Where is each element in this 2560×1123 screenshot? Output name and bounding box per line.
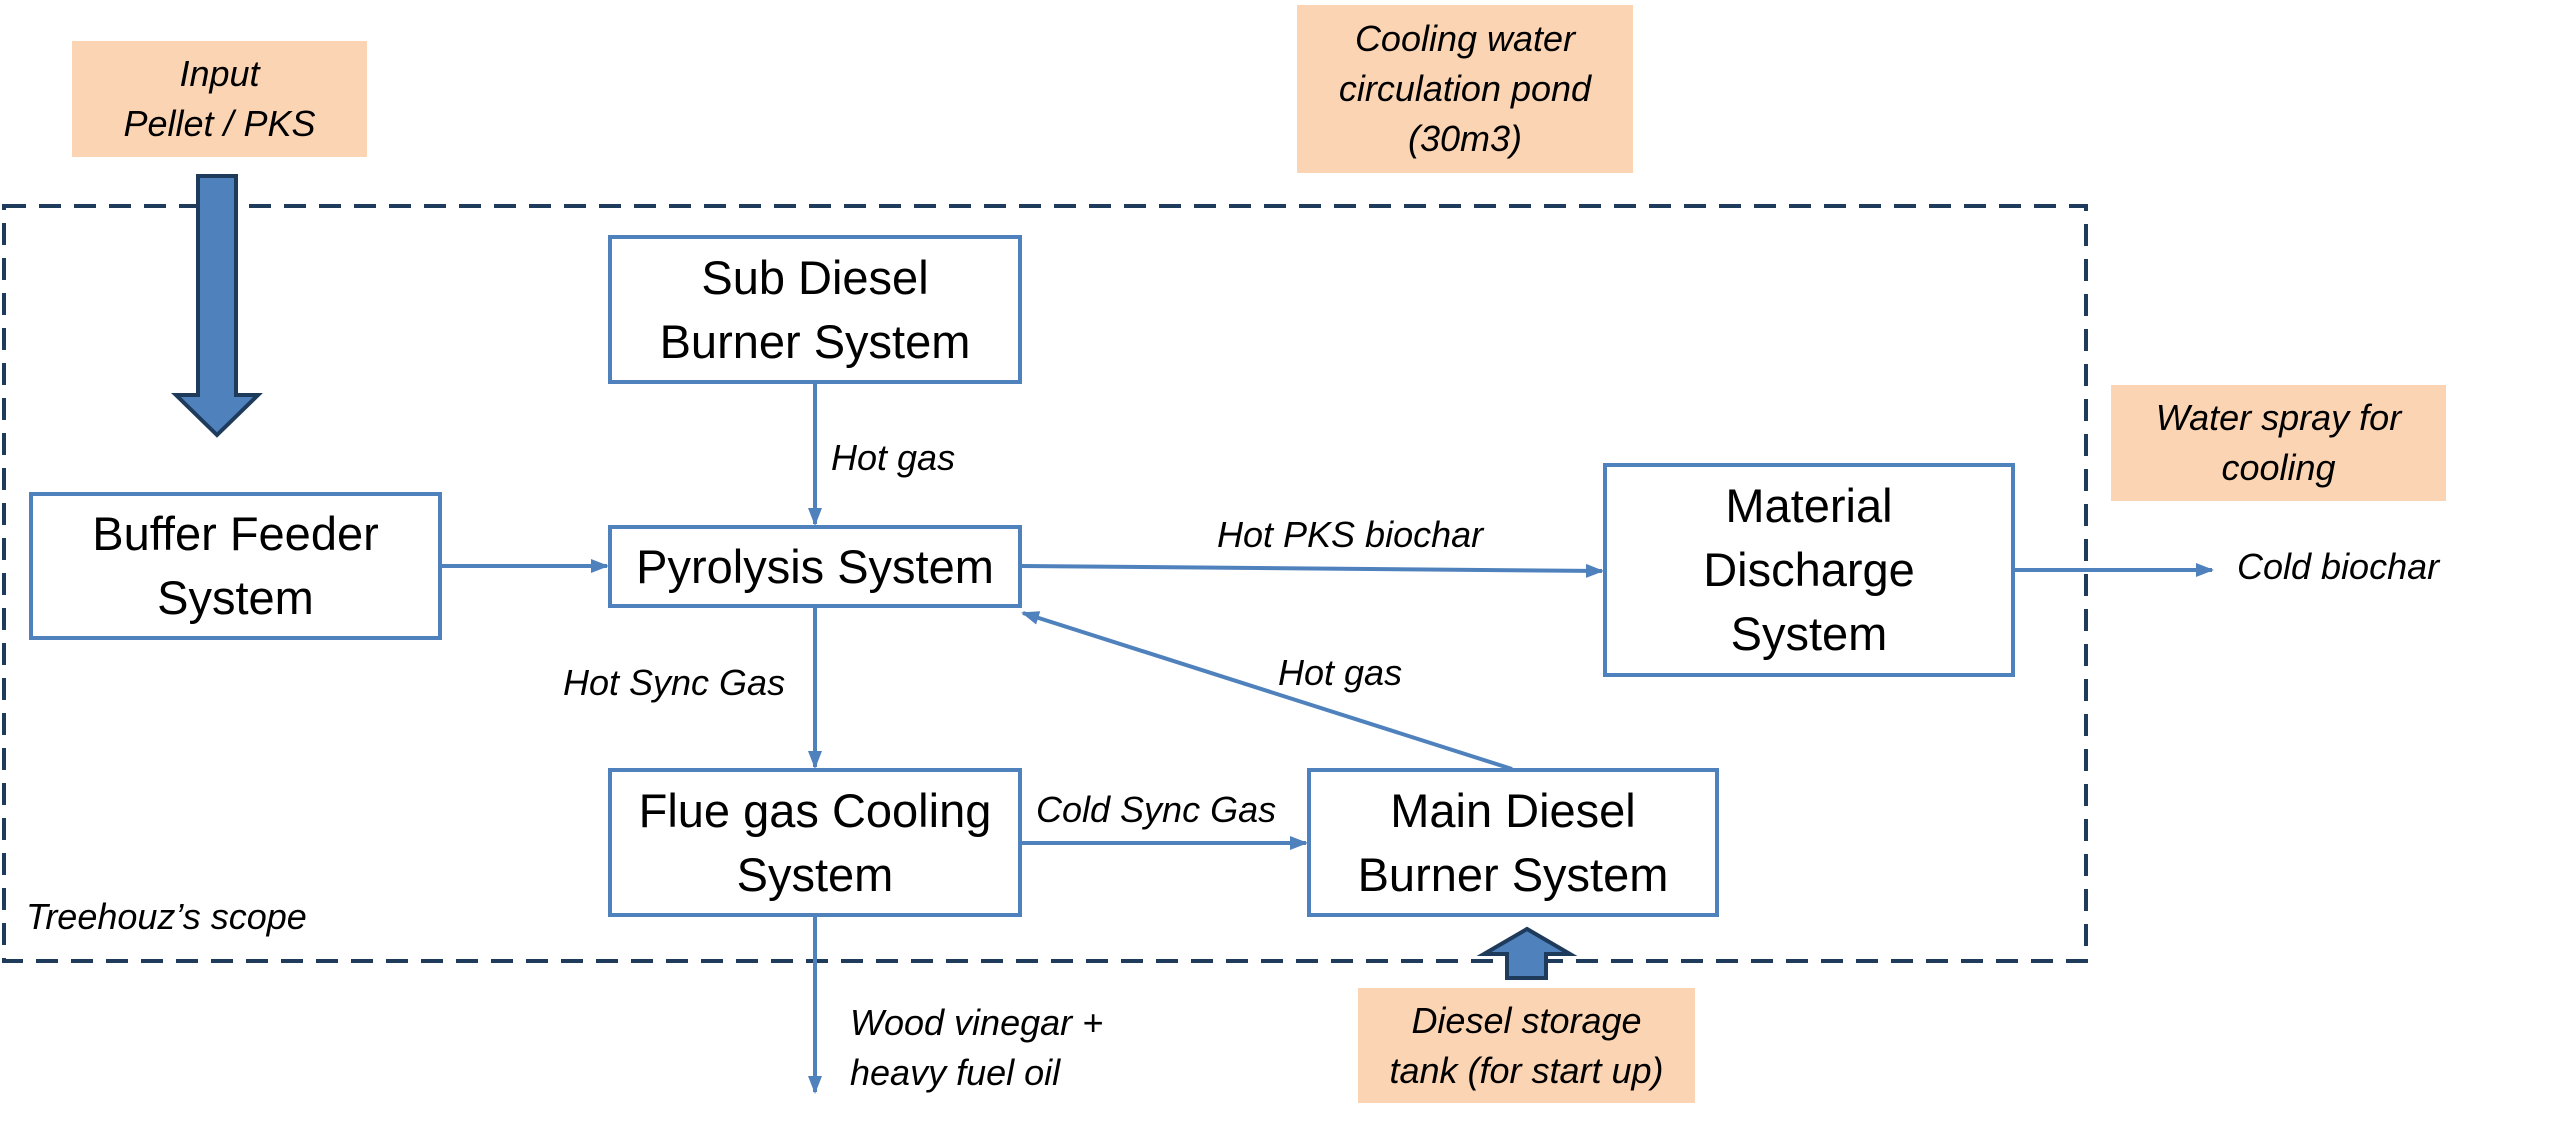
scope-label: Treehouz’s scope <box>26 896 307 937</box>
scope-boundary <box>2 204 2088 963</box>
flow-label-cold-biochar: Cold biochar <box>2237 546 2440 587</box>
flow-label-main-hot-gas: Hot gas <box>1278 652 1403 693</box>
flow-label-sub-hot-gas: Hot gas <box>831 437 956 478</box>
material-discharge-line-2: Discharge <box>1703 543 1915 596</box>
buffer-feeder-line-1: Buffer Feeder <box>92 507 379 560</box>
main-diesel-burner-system-box: Main Diesel Burner System <box>1307 768 1719 917</box>
input-note: Input Pellet / PKS <box>72 41 367 157</box>
cooling-pond-note-line-1: Cooling water <box>1354 18 1576 59</box>
input-note-line-2: Pellet / PKS <box>123 103 316 144</box>
diesel-storage-note: Diesel storage tank (for start up) <box>1358 988 1695 1103</box>
flue-gas-line-1: Flue gas Cooling <box>638 783 992 837</box>
material-discharge-line-1: Material <box>1725 479 1893 532</box>
sub-diesel-line-1: Sub Diesel <box>701 250 929 304</box>
flow-label-wood-vinegar-line-2: heavy fuel oil <box>850 1052 1061 1093</box>
water-spray-note: Water spray for cooling <box>2111 385 2446 501</box>
material-discharge-system-box: Material Discharge System <box>1603 463 2015 677</box>
water-spray-note-line-2: cooling <box>2221 447 2336 488</box>
flow-label-wood-vinegar: Wood vinegar + heavy fuel oil <box>850 998 1103 1098</box>
flow-main-to-pyrolysis <box>1021 611 1513 771</box>
flow-label-hot-pks-biochar: Hot PKS biochar <box>1217 514 1484 555</box>
cooling-pond-note-line-3: (30m3) <box>1407 118 1523 159</box>
diesel-supply-block-arrow <box>1476 926 1578 980</box>
buffer-feeder-line-2: System <box>157 571 314 624</box>
main-diesel-line-2: Burner System <box>1357 847 1669 901</box>
flow-label-cold-sync-gas: Cold Sync Gas <box>1036 789 1277 830</box>
sub-diesel-line-2: Burner System <box>659 314 971 368</box>
diesel-storage-note-line-2: tank (for start up) <box>1389 1049 1664 1091</box>
flow-label-wood-vinegar-line-1: Wood vinegar + <box>850 1002 1104 1043</box>
flow-pyrolysis-to-discharge <box>1020 563 1604 578</box>
water-spray-note-line-1: Water spray for <box>2155 397 2402 438</box>
main-diesel-line-1: Main Diesel <box>1390 783 1636 837</box>
flow-label-hot-sync-gas: Hot Sync Gas <box>563 662 786 703</box>
buffer-feeder-system-box: Buffer Feeder System <box>29 492 442 640</box>
cooling-pond-note: Cooling water circulation pond (30m3) <box>1297 5 1633 173</box>
pyrolysis-system-box: Pyrolysis System <box>608 525 1022 608</box>
sub-diesel-burner-system-box: Sub Diesel Burner System <box>608 235 1022 384</box>
input-block-arrow <box>171 174 263 438</box>
pyrolysis-line-1: Pyrolysis System <box>636 539 994 593</box>
flue-gas-line-2: System <box>736 847 894 901</box>
diesel-storage-note-line-1: Diesel storage <box>1411 999 1642 1041</box>
material-discharge-line-3: System <box>1730 607 1888 660</box>
flue-gas-cooling-system-box: Flue gas Cooling System <box>608 768 1022 917</box>
cooling-pond-note-line-2: circulation pond <box>1338 68 1592 109</box>
input-note-line-1: Input <box>179 53 260 94</box>
